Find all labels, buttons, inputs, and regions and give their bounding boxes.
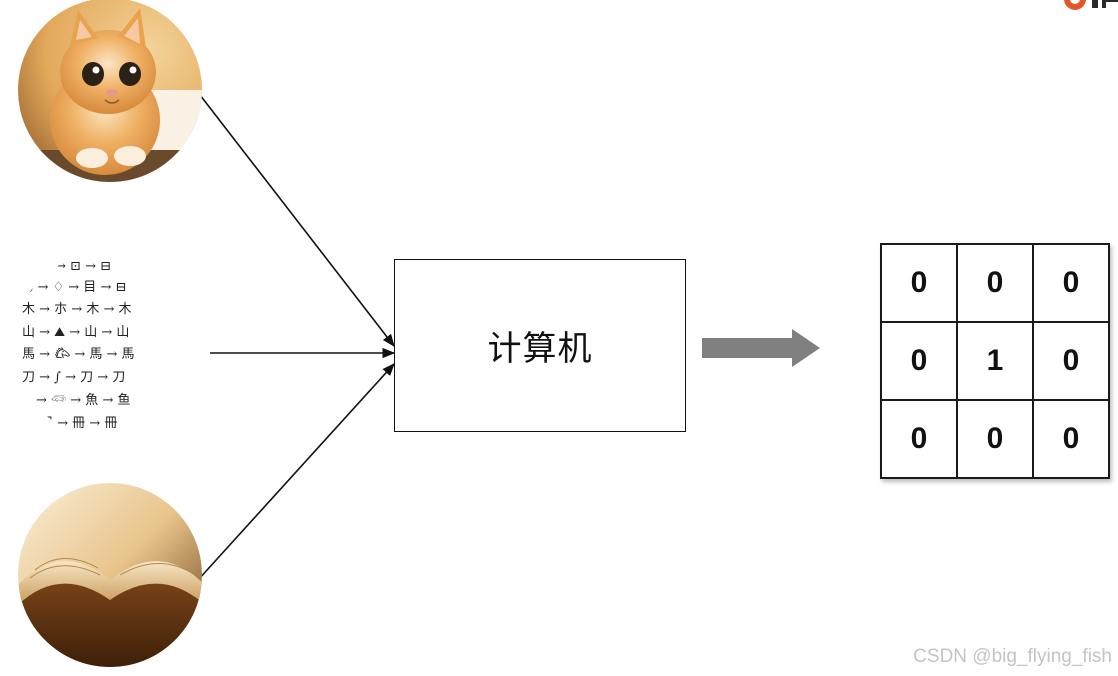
- matrix-cell: 0: [880, 321, 958, 401]
- open-book-photo-icon: [18, 483, 202, 667]
- matrix-cell: 0: [880, 399, 958, 479]
- output-matrix: 0 0 0 0 1 0 0 0 0: [880, 243, 1110, 479]
- matrix-cell: 1: [956, 321, 1034, 401]
- matrix-cell: 0: [1032, 399, 1110, 479]
- connector-book: [197, 363, 395, 581]
- matrix-cell: 0: [880, 243, 958, 323]
- matrix-cell: 0: [956, 399, 1034, 479]
- matrix-cell: 0: [1032, 243, 1110, 323]
- ancient-characters-chart-icon: ⊙ → ⊡ → ⊟ ◉ → ♢ → 目 → ⊟ 木 → 朩 → 木 → 木 山 …: [13, 253, 197, 437]
- svg-text:◉ → ♢ → 目 → ⊟: ◉ → ♢ → 目 → ⊟: [22, 280, 126, 295]
- svg-text:刀 → ∫ → 刀 → 刀: 刀 → ∫ → 刀 → 刀: [22, 370, 125, 385]
- input-connectors: [197, 94, 396, 581]
- cat-photo-icon: [18, 0, 202, 182]
- svg-text:山 → ⛰ → 山 → 山: 山 → ⛰ → 山 → 山: [22, 325, 129, 340]
- computer-node: 计算机: [394, 259, 686, 432]
- svg-text:⌂ → 𓆛 → 魚 → 鱼: ⌂ → 𓆛 → 魚 → 鱼: [22, 392, 130, 408]
- matrix-row: 0 0 0: [880, 243, 1110, 323]
- svg-text:馬 → 𐂃 → 馬 → 馬: 馬 → 𐂃 → 馬 → 馬: [22, 347, 135, 362]
- matrix-row: 0 0 0: [880, 399, 1110, 479]
- watermark: CSDN @big_flying_fish: [913, 646, 1112, 667]
- svg-text:⊙ → ⊡ → ⊟: ⊙ → ⊡ → ⊟: [40, 259, 111, 274]
- matrix-row: 0 1 0: [880, 321, 1110, 401]
- svg-text:冊 → 冊 → 冊: 冊 → 冊 → 冊: [40, 416, 117, 431]
- matrix-cell: 0: [956, 243, 1034, 323]
- computer-label: 计算机: [487, 329, 593, 369]
- output-arrow: [702, 329, 820, 367]
- brand-logo-icon: [1062, 0, 1118, 12]
- svg-text:木 → 朩 → 木 → 木: 木 → 朩 → 木 → 木: [22, 302, 131, 317]
- connector-cat: [199, 94, 395, 348]
- matrix-cell: 0: [1032, 321, 1110, 401]
